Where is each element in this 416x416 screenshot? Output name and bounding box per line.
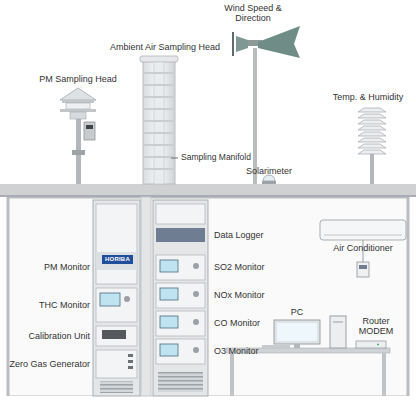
roof-slab	[0, 184, 416, 197]
zero-gas-label: Zero Gas Generator	[2, 359, 90, 369]
left-rack	[93, 200, 140, 396]
sample-pipe	[141, 197, 151, 396]
solarimeter	[262, 175, 276, 184]
temp-humidity-label: Temp. & Humidity	[322, 92, 414, 102]
pc-label: PC	[287, 307, 307, 317]
sampling-manifold	[140, 56, 178, 184]
pm-sampling-head	[60, 88, 96, 184]
data-logger-label: Data Logger	[214, 230, 274, 240]
ambient-head-label: Ambient Air Sampling Head	[90, 42, 240, 52]
nox-monitor-label: NOx Monitor	[214, 290, 284, 300]
air-conditioner-label: Air Conditioner	[320, 243, 406, 253]
right-rack	[153, 200, 208, 396]
air-conditioner	[320, 220, 406, 277]
co-monitor-label: CO Monitor	[214, 318, 284, 328]
thc-monitor-label: THC Monitor	[2, 300, 90, 310]
pm-head-label: PM Sampling Head	[28, 74, 128, 84]
temperature-humidity-shield	[358, 108, 386, 184]
wind-label: Wind Speed & Direction	[213, 3, 293, 24]
brand-logo: HORIBA	[102, 255, 133, 264]
solarimeter-label: Solarimeter	[239, 166, 299, 176]
calibration-label: Calibration Unit	[2, 331, 90, 341]
manifold-label: Sampling Manifold	[181, 153, 251, 163]
so2-monitor-label: SO2 Monitor	[214, 262, 284, 272]
pm-monitor-label: PM Monitor	[2, 262, 90, 272]
o3-monitor-label: O3 Monitor	[214, 346, 284, 356]
router-label: Router MODEM	[356, 316, 396, 337]
